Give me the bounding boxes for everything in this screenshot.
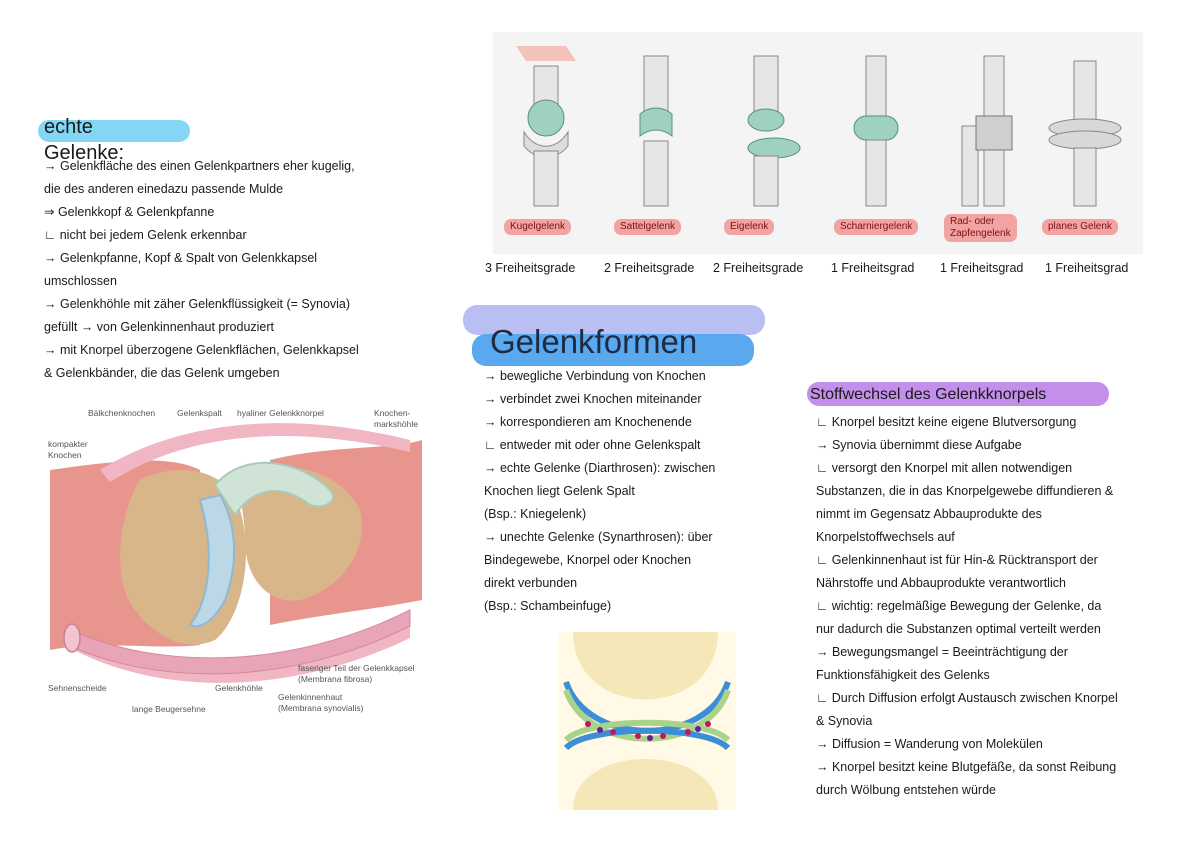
note-line: ∟ Durch Diffusion erfolgt Austausch zwis…	[816, 691, 1118, 705]
heading-gelenke: Gelenke:	[44, 142, 125, 164]
heading-echte: echte	[44, 116, 93, 138]
note-line: → Gelenkfläche des einen Gelenkpartners …	[44, 159, 355, 173]
note-line: direkt verbunden	[484, 576, 578, 590]
cartilage-diffusion-illustration	[558, 632, 736, 810]
joint-label: Scharniergelenk	[834, 219, 919, 235]
stoffwechsel-notes: ∟ Knorpel besitzt keine eigene Blutverso…	[816, 411, 1176, 802]
note-line: ∟ entweder mit oder ohne Gelenkspalt	[484, 438, 701, 452]
ball-joint-icon	[516, 46, 576, 207]
note-line: ∟ Gelenkinnenhaut ist für Hin-& Rücktran…	[816, 553, 1098, 567]
note-line: → verbindet zwei Knochen miteinander	[484, 392, 702, 406]
left-notes: → Gelenkfläche des einen Gelenkpartners …	[44, 155, 424, 385]
label-membrana-synovialis: (Membrana synovialis)	[278, 703, 364, 713]
note-line: → Knorpel besitzt keine Blutgefäße, da s…	[816, 760, 1117, 774]
note-line: (Bsp.: Kniegelenk)	[484, 507, 587, 521]
label-balkchenknochen: Bälkchenknochen	[88, 408, 155, 418]
joint-types-panel	[493, 32, 1143, 254]
ellipsoid-joint-icon	[747, 55, 801, 207]
joint-label-line1: Rad- oder	[950, 216, 995, 227]
note-line: umschlossen	[44, 274, 117, 288]
pivot-joint-icon	[961, 55, 1013, 207]
cyan-highlight	[38, 120, 190, 142]
page-title: Gelenkformen	[490, 323, 698, 360]
gelenkformen-notes: → bewegliche Verbindung von Knochen → ve…	[484, 365, 784, 618]
joint-sattelgelenk: Sattelgelenk	[606, 36, 716, 251]
note-line: Knochen liegt Gelenk Spalt	[484, 484, 635, 498]
note-line: & Synovia	[816, 714, 873, 728]
joint-label: Sattelgelenk	[614, 219, 682, 235]
dof-kugelgelenk: 3 Freiheitsgrade	[485, 261, 576, 275]
note-line: → Gelenkpfanne, Kopf & Spalt von Gelenkk…	[44, 251, 318, 265]
note-line: (Bsp.: Schambeinfuge)	[484, 599, 612, 613]
note-line: → unechte Gelenke (Synarthrosen): über	[484, 530, 713, 544]
note-line: → korrespondieren am Knochenende	[484, 415, 692, 429]
note-line: nimmt im Gegensatz Abbauprodukte des	[816, 507, 1042, 521]
note-line: gefüllt → von Gelenkinnenhaut produziert	[44, 320, 275, 334]
note-line: → echte Gelenke (Diarthrosen): zwischen	[484, 461, 716, 475]
note-line: nur dadurch die Substanzen optimal verte…	[816, 622, 1101, 636]
dof-scharniergelenk: 1 Freiheitsgrad	[831, 261, 915, 275]
blue-highlight	[472, 334, 754, 366]
dof-eigelenk: 2 Freiheitsgrade	[713, 261, 804, 275]
note-line: ∟ versorgt den Knorpel mit allen notwend…	[816, 461, 1073, 475]
joint-eigelenk: Eigelenk	[716, 36, 826, 251]
purple-highlight	[807, 382, 1109, 406]
joint-scharniergelenk: Scharniergelenk	[826, 36, 936, 251]
note-line: → bewegliche Verbindung von Knochen	[484, 369, 706, 383]
note-line: ⇒ Gelenkkopf & Gelenkpfanne	[44, 205, 215, 219]
note-line: → Synovia übernimmt diese Aufgabe	[816, 438, 1022, 452]
saddle-joint-icon	[639, 55, 673, 207]
label-faseriger-teil: faseriger Teil der Gelenkkapsel	[298, 663, 415, 673]
joint-label: planes Gelenk	[1042, 219, 1118, 235]
note-line: ∟ wichtig: regelmäßige Bewegung der Gele…	[816, 599, 1102, 613]
note-line: Knorpelstoffwechsels auf	[816, 530, 955, 544]
hinge-joint-icon	[853, 55, 899, 207]
label-sehnenscheide: Sehnenscheide	[48, 683, 107, 693]
label-hyaliner-knorpel: hyaliner Gelenkknorpel	[237, 408, 324, 418]
note-line: Substanzen, die in das Knorpelgewebe dif…	[816, 484, 1114, 498]
label-markshoehle: markshöhle	[374, 419, 418, 429]
note-line: ∟ Knorpel besitzt keine eigene Blutverso…	[816, 415, 1077, 429]
section-title-stoffwechsel: Stoffwechsel des Gelenkknorpels	[810, 386, 1047, 403]
dof-zapfengelenk: 1 Freiheitsgrad	[940, 261, 1024, 275]
joint-label: Kugelgelenk	[504, 219, 572, 235]
note-line: Nährstoffe und Abbauprodukte verantwortl…	[816, 576, 1066, 590]
label-knochen-2: Knochen	[48, 450, 82, 460]
label-gelenkhoehle: Gelenkhöhle	[215, 683, 263, 693]
note-line: → mit Knorpel überzogene Gelenkflächen, …	[44, 343, 359, 357]
joint-label: Rad- oder Zapfengelenk	[944, 214, 1017, 242]
plane-joint-icon	[1048, 60, 1122, 207]
dof-planes-gelenk: 1 Freiheitsgrad	[1045, 261, 1129, 275]
note-line: durch Wölbung entstehen würde	[816, 783, 996, 797]
lavender-highlight	[463, 305, 765, 335]
note-line: → Diffusion = Wanderung von Molekülen	[816, 737, 1043, 751]
joint-label: Eigelenk	[724, 219, 775, 235]
label-gelenkinnenhaut: Gelenkinnenhaut	[278, 692, 343, 702]
joint-label-line2: Zapfengelenk	[950, 228, 1011, 239]
label-knochen: Knochen-	[374, 408, 411, 418]
label-beugersehne: lange Beugersehne	[132, 704, 206, 714]
note-line: → Gelenkhöhle mit zäher Gelenkflüssigkei…	[44, 297, 351, 311]
label-gelenkspalt: Gelenkspalt	[177, 408, 223, 418]
note-line: Funktionsfähigkeit des Gelenks	[816, 668, 990, 682]
note-line: Bindegewebe, Knorpel oder Knochen	[484, 553, 692, 567]
note-line: → Bewegungsmangel = Beeinträchtigung der	[816, 645, 1068, 659]
note-line: ∟ nicht bei jedem Gelenk erkennbar	[44, 228, 247, 242]
label-kompakter: kompakter	[48, 439, 88, 449]
joint-anatomy-illustration: Bälkchenknochen Gelenkspalt hyaliner Gel…	[48, 408, 422, 714]
joint-planes-gelenk: planes Gelenk	[1034, 36, 1144, 251]
note-line: & Gelenkbänder, die das Gelenk umgeben	[44, 366, 280, 380]
joint-zapfengelenk: Rad- oder Zapfengelenk	[936, 36, 1046, 251]
label-membrana-fibrosa: (Membrana fibrosa)	[298, 674, 372, 684]
note-line: die des anderen einedazu passende Mulde	[44, 182, 284, 196]
dof-sattelgelenk: 2 Freiheitsgrade	[604, 261, 695, 275]
joint-kugelgelenk: Kugelgelenk	[496, 36, 606, 251]
